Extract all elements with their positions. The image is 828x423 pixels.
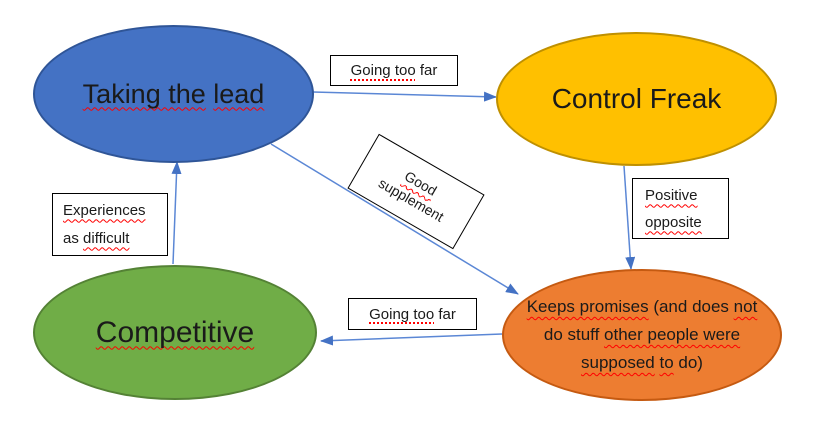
node-taking-the-lead[interactable]: Taking the lead [33, 25, 314, 163]
going-too-far-bottom-text: Going too far [369, 305, 456, 323]
positive-opposite-text: Positive opposite [645, 182, 702, 236]
node-keeps-promises[interactable]: Keeps promises (and does not do stuff ot… [502, 269, 782, 401]
node-taking-the-lead-label: Taking the lead [82, 78, 265, 109]
positive-opposite-line-2: opposite [645, 213, 702, 231]
edge-going-too-far-bottom-arrow[interactable] [320, 333, 503, 346]
edge-label-going-too-far-top[interactable]: Going too far [330, 55, 458, 86]
edge-positive-opposite-arrow[interactable] [623, 165, 636, 270]
experiences-line-1: Experiences [63, 201, 146, 219]
experiences-text: Experiences as difficult [63, 197, 146, 253]
going-too-far-top-text: Going too far [350, 62, 438, 79]
edge-label-experiences-as-difficult[interactable]: Experiences as difficult [52, 193, 168, 256]
keeps-promises-line-3: supposed to do) [581, 353, 703, 372]
experiences-line-2: as difficult [63, 229, 130, 247]
keeps-promises-line-1: Keeps promises (and does not [526, 297, 758, 316]
positive-opposite-line-1: Positive [645, 186, 698, 204]
node-control-freak-label: Control Freak [551, 83, 722, 114]
node-keeps-promises-label: Keeps promises (and does not do stuff ot… [527, 293, 758, 377]
node-control-freak[interactable]: Control Freak [496, 32, 777, 166]
edge-experiences-arrow[interactable] [171, 161, 182, 265]
node-competitive[interactable]: Competitive [33, 265, 317, 400]
edge-label-positive-opposite[interactable]: Positive opposite [632, 178, 729, 239]
edge-good-supplement-arrow[interactable] [270, 143, 519, 295]
edge-going-too-far-top-arrow[interactable] [312, 91, 497, 102]
keeps-promises-line-2: do stuff other people were [543, 325, 741, 344]
node-competitive-label: Competitive [95, 315, 255, 349]
edge-label-going-too-far-bottom[interactable]: Going too far [348, 298, 477, 330]
